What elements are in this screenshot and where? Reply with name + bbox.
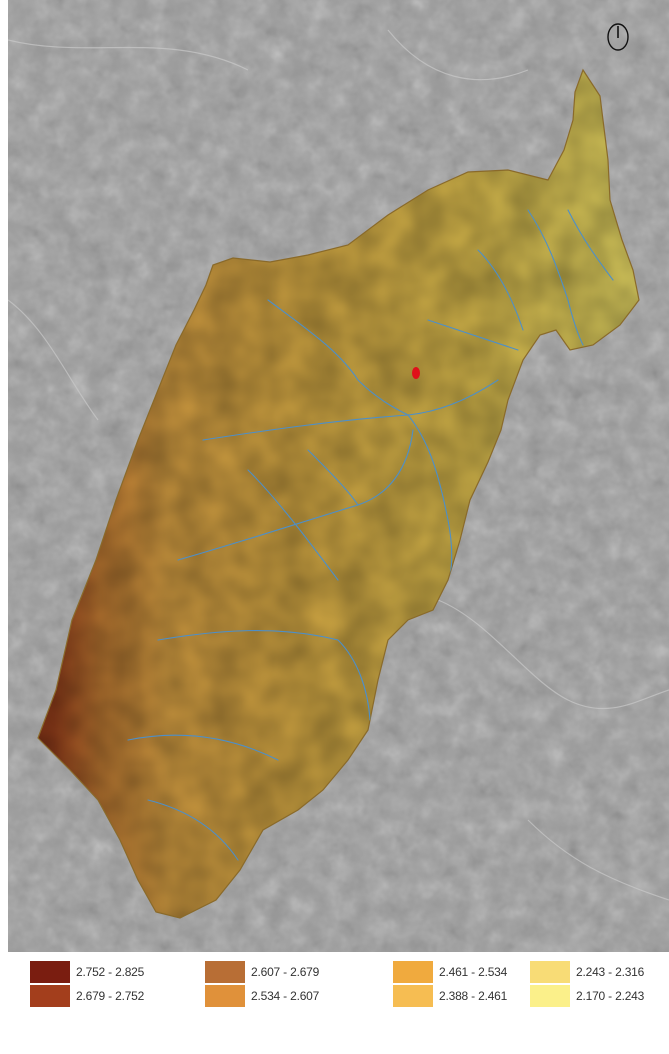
legend-label: 2.170 - 2.243	[576, 989, 645, 1003]
legend-label: 2.679 - 2.752	[76, 989, 145, 1003]
watershed-boundary	[37, 68, 640, 919]
legend-item: 2.243 - 2.316	[530, 960, 644, 984]
legend-item: 2.752 - 2.825	[30, 960, 144, 984]
legend-swatch	[530, 961, 570, 983]
legend-item: 2.388 - 2.461	[393, 984, 507, 1008]
north-arrow-icon	[607, 23, 629, 51]
site-marker[interactable]	[412, 367, 420, 379]
legend-item: 2.607 - 2.679	[205, 960, 319, 984]
map-canvas	[8, 0, 669, 952]
stream-network	[127, 209, 614, 861]
map-view[interactable]	[8, 0, 669, 952]
legend-item: 2.679 - 2.752	[30, 984, 144, 1008]
legend-label: 2.607 - 2.679	[251, 965, 320, 979]
legend-item: 2.461 - 2.534	[393, 960, 507, 984]
legend-swatch	[205, 961, 245, 983]
imagery-roads	[8, 29, 669, 901]
legend-swatch	[30, 985, 70, 1007]
legend-swatch	[205, 985, 245, 1007]
legend-swatch	[530, 985, 570, 1007]
legend-item: 2.534 - 2.607	[205, 984, 319, 1008]
legend-label: 2.461 - 2.534	[439, 965, 508, 979]
legend-label: 2.752 - 2.825	[76, 965, 145, 979]
legend-label: 2.534 - 2.607	[251, 989, 320, 1003]
legend-swatch	[393, 961, 433, 983]
legend-item: 2.170 - 2.243	[530, 984, 644, 1008]
legend-swatch	[30, 961, 70, 983]
legend-label: 2.388 - 2.461	[439, 989, 508, 1003]
legend-label: 2.243 - 2.316	[576, 965, 645, 979]
legend-swatch	[393, 985, 433, 1007]
elevation-legend: 2.752 - 2.825 2.679 - 2.752 2.607 - 2.679 2…	[0, 958, 669, 1054]
